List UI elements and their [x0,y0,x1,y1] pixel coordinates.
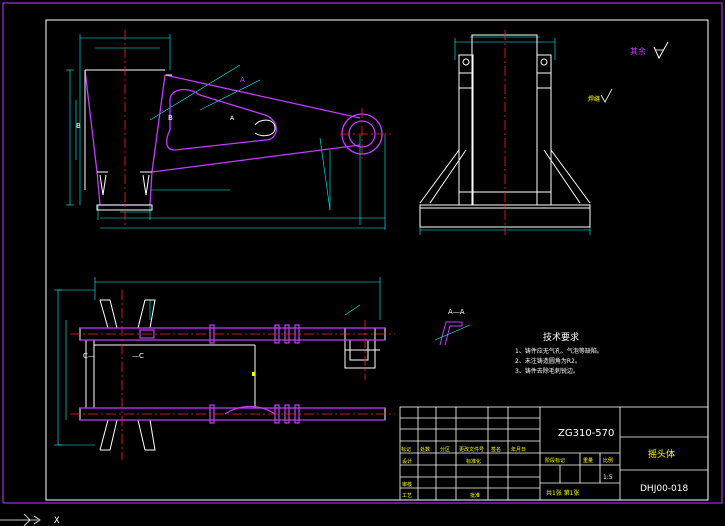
surface-finish-local-label: 焊缝 [588,95,600,103]
drawing-frame [45,19,709,501]
section-c-right: —C [132,352,144,360]
a-marker-front: A [240,76,245,84]
header-date: 年月日 [511,446,526,453]
surface-finish-symbol [653,41,669,60]
model-number: ZG310-570 [558,428,614,439]
header-count: 处数 [420,446,430,453]
sheet-outer-border [2,2,723,504]
part-name: 摇头体 [648,448,675,460]
standardize-label: 标准化 [466,458,481,465]
tech-req-item-2: 2、未注铸造圆角为R2。 [515,357,581,365]
b-marker-right: B [168,114,173,122]
process-label: 工艺 [402,493,412,499]
header-zone: 分区 [440,446,450,453]
header-signature: 签名 [491,446,501,453]
surface-finish-remaining-label: 其余 [630,46,646,56]
sheet-info: 共1张 第1张 [546,489,580,497]
section-aa-view: A—A [434,308,471,346]
section-c-left: C— [83,352,95,360]
scale-value: 1:5 [603,474,613,481]
design-label: 设计 [402,458,412,465]
a-marker-inner: A [230,115,235,122]
technical-requirements: 技术要求 1、铸件应无气孔、气泡等缺陷。 2、未注铸造圆角为R2。 3、铸件去除… [515,331,603,375]
review-label: 审核 [402,481,412,488]
surface-finish-remaining: 其余 [630,41,669,60]
side-view [419,30,591,235]
scale-label: 比例 [603,457,613,464]
yellow-marker [252,372,255,376]
drawing-number: DHJ00-018 [640,484,689,494]
tech-req-title: 技术要求 [543,331,579,343]
surface-finish-local-symbol [600,88,613,103]
top-view: C— —C [54,277,395,460]
tech-req-item-1: 1、铸件应无气孔、气泡等缺陷。 [515,347,603,355]
weight-label: 重量 [583,457,593,464]
surface-finish-local: 焊缝 [588,88,613,103]
b-marker-left: B [76,122,81,130]
section-aa-label: A—A [448,308,465,316]
title-block [399,406,709,501]
ucs-icon [0,513,41,526]
front-view: A B B A [66,30,392,230]
command-line-prompt[interactable]: X [54,516,60,526]
stage-mark-label: 阶段标记 [545,457,565,464]
header-mark: 标记 [401,446,411,453]
approve-label: 批准 [470,492,480,499]
tech-req-item-3: 3、铸件去除毛刺锐边。 [515,367,579,375]
header-change-doc: 更改文件号 [459,446,484,453]
title-block-text: 标记 处数 分区 更改文件号 签名 年月日 设计 标准化 审核 工艺 批准 阶段… [401,428,689,499]
